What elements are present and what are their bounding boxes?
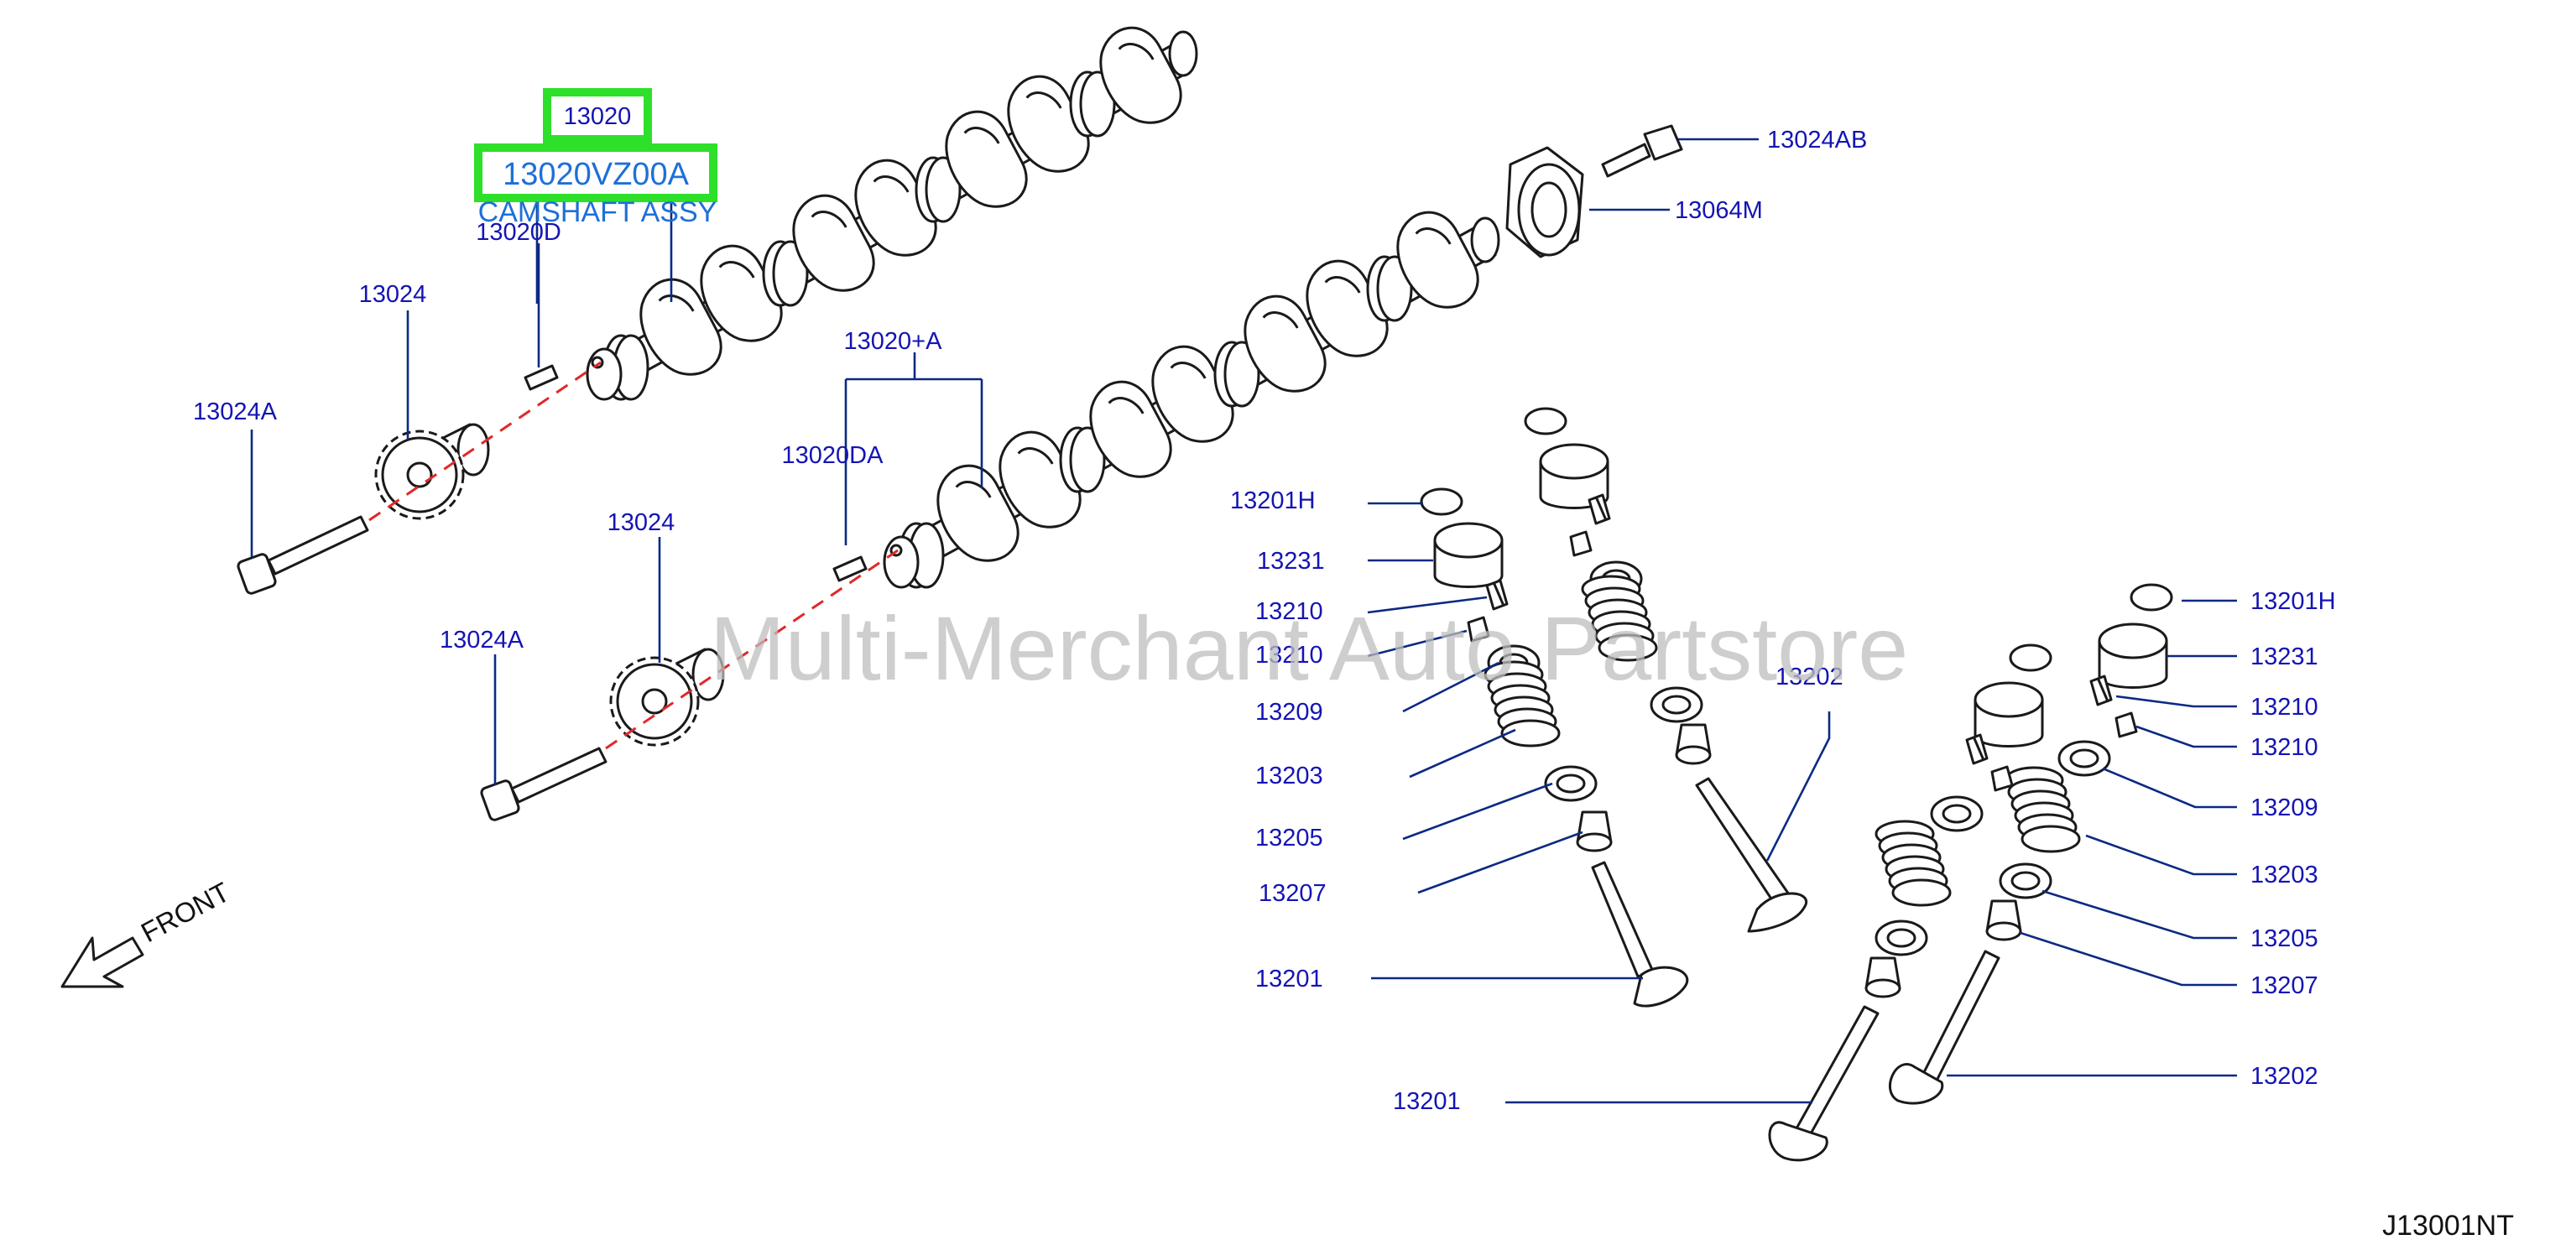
callout-13210-right-a[interactable]: 13210	[2250, 694, 2318, 721]
highlight-group-box	[543, 88, 652, 143]
sprocket-upper	[374, 423, 490, 520]
diagram-id: J13001NT	[2382, 1210, 2514, 1242]
valve-train-left	[1420, 487, 1689, 1008]
highlight-group-label[interactable]: 13020	[564, 103, 632, 130]
callout-13201h-left[interactable]: 13201H	[1230, 487, 1316, 514]
highlight-part-number[interactable]: 13020VZ00A	[503, 157, 689, 192]
highlighted-part[interactable]: 13020 13020VZ00A CAMSHAFT ASSY	[474, 88, 717, 228]
callout-13202-right[interactable]: 13202	[2250, 1063, 2318, 1090]
callout-13024a-lower[interactable]: 13024A	[440, 627, 524, 654]
vtc-bolt	[1601, 124, 1683, 178]
centerline-upper	[368, 361, 602, 522]
callout-13020-plus-a[interactable]: 13020+A	[844, 328, 943, 355]
watermark: Multi-Merchant Auto Partstore	[710, 597, 1909, 699]
callout-13231-right[interactable]: 13231	[2250, 643, 2318, 670]
callout-13209-left[interactable]: 13209	[1255, 699, 1323, 726]
callout-13210-left-b[interactable]: 13210	[1255, 642, 1323, 669]
callout-13210-left-a[interactable]: 13210	[1255, 598, 1323, 625]
front-label: FRONT	[136, 876, 235, 948]
front-indicator: FRONT	[60, 876, 235, 988]
callout-13207-left[interactable]: 13207	[1259, 880, 1327, 907]
callout-labels: 13020D 13024 13024A 13020+A 13020DA 1302…	[193, 127, 2336, 1115]
leader-lines	[250, 138, 2237, 1104]
sprocket-lower	[609, 648, 725, 747]
callout-13024ab[interactable]: 13024AB	[1767, 127, 1867, 154]
callout-13201h-right[interactable]: 13201H	[2250, 588, 2336, 615]
dowel-upper	[524, 364, 559, 391]
callout-13201-bottom[interactable]: 13201	[1393, 1088, 1461, 1115]
valve-train-right-lower	[1768, 643, 2052, 1162]
callout-13210-right-b[interactable]: 13210	[2250, 734, 2318, 761]
callout-13064m[interactable]: 13064M	[1675, 197, 1763, 224]
camshaft-lower	[883, 201, 1500, 589]
dowel-lower	[832, 555, 868, 582]
callout-13201-left[interactable]: 13201	[1255, 966, 1323, 992]
callout-13205-left[interactable]: 13205	[1255, 825, 1323, 852]
callout-13207-right[interactable]: 13207	[2250, 972, 2318, 999]
callout-13024-lower[interactable]: 13024	[607, 509, 675, 536]
front-arrow-icon	[60, 936, 144, 988]
bolt-lower	[480, 747, 607, 821]
highlight-part-box	[474, 143, 717, 202]
bolt-upper	[237, 515, 369, 595]
valve-timing-sprocket	[1505, 146, 1584, 258]
callout-13020d[interactable]: 13020D	[476, 219, 561, 246]
callout-13024-upper[interactable]: 13024	[359, 281, 427, 308]
callout-13205-right[interactable]: 13205	[2250, 925, 2318, 952]
callout-13202-center[interactable]: 13202	[1776, 664, 1843, 690]
callout-13209-right[interactable]: 13209	[2250, 794, 2318, 821]
valve-train-right-upper	[1889, 583, 2173, 1105]
callout-13203-left[interactable]: 13203	[1255, 763, 1323, 789]
callout-13203-right[interactable]: 13203	[2250, 862, 2318, 888]
highlight-part-name: CAMSHAFT ASSY	[478, 196, 717, 228]
callout-13231-left[interactable]: 13231	[1257, 548, 1325, 575]
valve-train-center	[1524, 407, 1807, 933]
camshaft-upper	[586, 16, 1198, 401]
callout-13024a-upper[interactable]: 13024A	[193, 399, 278, 425]
callout-13020da[interactable]: 13020DA	[782, 442, 884, 469]
